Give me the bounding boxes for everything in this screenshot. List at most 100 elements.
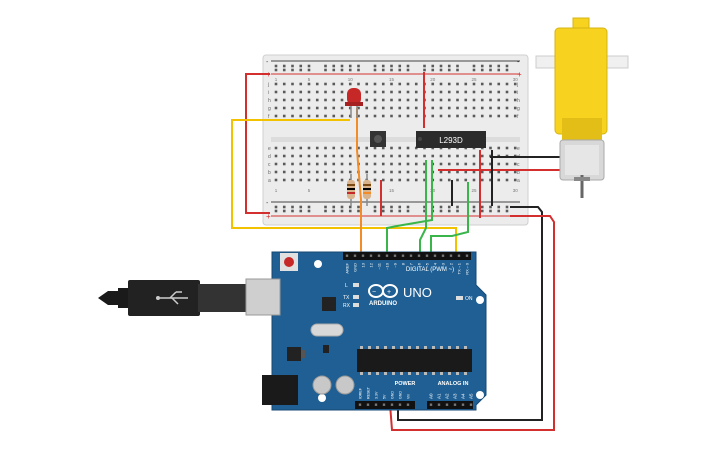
power-pin-socket[interactable]: [406, 403, 410, 406]
breadboard-hole: [464, 98, 468, 102]
wire-red-left-loop[interactable]: [245, 73, 270, 214]
breadboard-hole: [398, 82, 402, 86]
digital-pin-socket[interactable]: [353, 254, 357, 257]
power-label: POWER: [395, 381, 416, 387]
digital-pin-socket[interactable]: [457, 254, 461, 257]
breadboard-hole: [373, 154, 377, 158]
power-pin-socket[interactable]: [398, 403, 402, 406]
resistor-2[interactable]: [363, 174, 371, 206]
power-pin-socket[interactable]: [374, 403, 378, 406]
breadboard-hole: [390, 170, 393, 174]
analog-pin-label: A3: [453, 393, 458, 399]
analog-pin-socket[interactable]: [437, 403, 441, 406]
power-jack[interactable]: [262, 375, 298, 405]
wire-orange[interactable]: [356, 108, 362, 252]
resistor-1[interactable]: [347, 174, 355, 206]
red-led[interactable]: [345, 88, 363, 118]
breadboard-hole: [324, 90, 327, 94]
breadboard-hole: [274, 146, 278, 150]
breadboard-hole: [390, 209, 393, 213]
digital-pin-socket[interactable]: [369, 254, 373, 257]
usb-cable[interactable]: [98, 278, 281, 316]
breadboard-hole: [472, 64, 476, 68]
breadboard-hole: [513, 90, 517, 94]
breadboard-hole: [307, 82, 311, 86]
breadboard-hole: [398, 90, 402, 94]
digital-pin-socket[interactable]: [385, 254, 389, 257]
breadboard-hole: [381, 106, 385, 110]
breadboard-hole: [373, 209, 377, 213]
breadboard-hole: [447, 106, 451, 110]
breadboard-hole: [439, 68, 443, 72]
breadboard-hole: [315, 98, 319, 102]
wire-green-2[interactable]: [419, 160, 427, 252]
center-channel: [271, 137, 520, 142]
row-letter: c: [517, 162, 520, 168]
digital-pin-socket[interactable]: [465, 254, 469, 257]
breadboard-hole: [505, 209, 509, 213]
breadboard-hole: [456, 205, 459, 209]
breadboard-hole: [348, 146, 352, 150]
wire-green-1[interactable]: [386, 160, 433, 252]
usb-b-connector[interactable]: [245, 278, 281, 316]
row-letter: f: [268, 114, 270, 120]
push-button[interactable]: [370, 131, 386, 147]
l293d-chip[interactable]: L293D: [416, 131, 486, 148]
wire-green-3[interactable]: [430, 182, 469, 252]
digital-pin-label: 8: [401, 262, 406, 265]
breadboard-hole: [497, 178, 501, 182]
digital-pin-socket[interactable]: [441, 254, 445, 257]
digital-pin-socket[interactable]: [393, 254, 397, 257]
chip-pin: [384, 346, 387, 349]
reset-button-cap[interactable]: [284, 257, 294, 267]
wire-black-gnd[interactable]: [397, 206, 543, 421]
power-pin-socket[interactable]: [358, 403, 362, 406]
breadboard-hole: [447, 154, 451, 158]
breadboard-hole: [332, 98, 336, 102]
breadboard-hole: [423, 68, 426, 72]
breadboard-hole: [381, 205, 385, 209]
digital-pin-socket[interactable]: [449, 254, 453, 257]
breadboard-hole: [439, 170, 443, 174]
analog-pin-socket[interactable]: [469, 403, 473, 406]
breadboard-hole: [431, 64, 435, 68]
digital-pin-socket[interactable]: [409, 254, 413, 257]
breadboard-hole: [332, 205, 336, 209]
digital-pin-socket[interactable]: [417, 254, 421, 257]
breadboard-hole: [505, 90, 509, 94]
digital-pin-socket[interactable]: [361, 254, 365, 257]
breadboard-hole: [513, 170, 517, 174]
dc-gear-motor[interactable]: [535, 17, 629, 198]
wire-red-5v[interactable]: [389, 215, 555, 431]
digital-pin-socket[interactable]: [377, 254, 381, 257]
chip-pin: [392, 372, 395, 375]
digital-pin-label: RX←0: [465, 262, 470, 275]
breadboard-hole: [480, 114, 484, 118]
breadboard-hole: [456, 170, 459, 174]
digital-pin-socket[interactable]: [401, 254, 405, 257]
power-pin-socket[interactable]: [382, 403, 386, 406]
analog-pin-label: A5: [469, 393, 474, 399]
chip-pin: [432, 372, 435, 375]
breadboard-hole: [291, 170, 294, 174]
breadboard-hole: [513, 178, 517, 182]
power-pin-socket[interactable]: [366, 403, 370, 406]
analog-pin-socket[interactable]: [429, 403, 433, 406]
breadboard-hole: [291, 68, 294, 72]
analog-pin-socket[interactable]: [445, 403, 449, 406]
breadboard-hole: [357, 106, 360, 110]
breadboard-hole: [299, 68, 303, 72]
digital-pin-socket[interactable]: [433, 254, 437, 257]
analog-pin-socket[interactable]: [461, 403, 465, 406]
digital-pin-socket[interactable]: [425, 254, 429, 257]
analog-pin-socket[interactable]: [453, 403, 457, 406]
breadboard-hole: [472, 82, 476, 86]
breadboard-hole: [497, 98, 501, 102]
power-pin-socket[interactable]: [390, 403, 394, 406]
digital-pin-socket[interactable]: [345, 254, 349, 257]
chip-pin: [432, 346, 435, 349]
arduino-logo: − +: [368, 284, 398, 298]
breadboard-hole: [357, 205, 360, 209]
